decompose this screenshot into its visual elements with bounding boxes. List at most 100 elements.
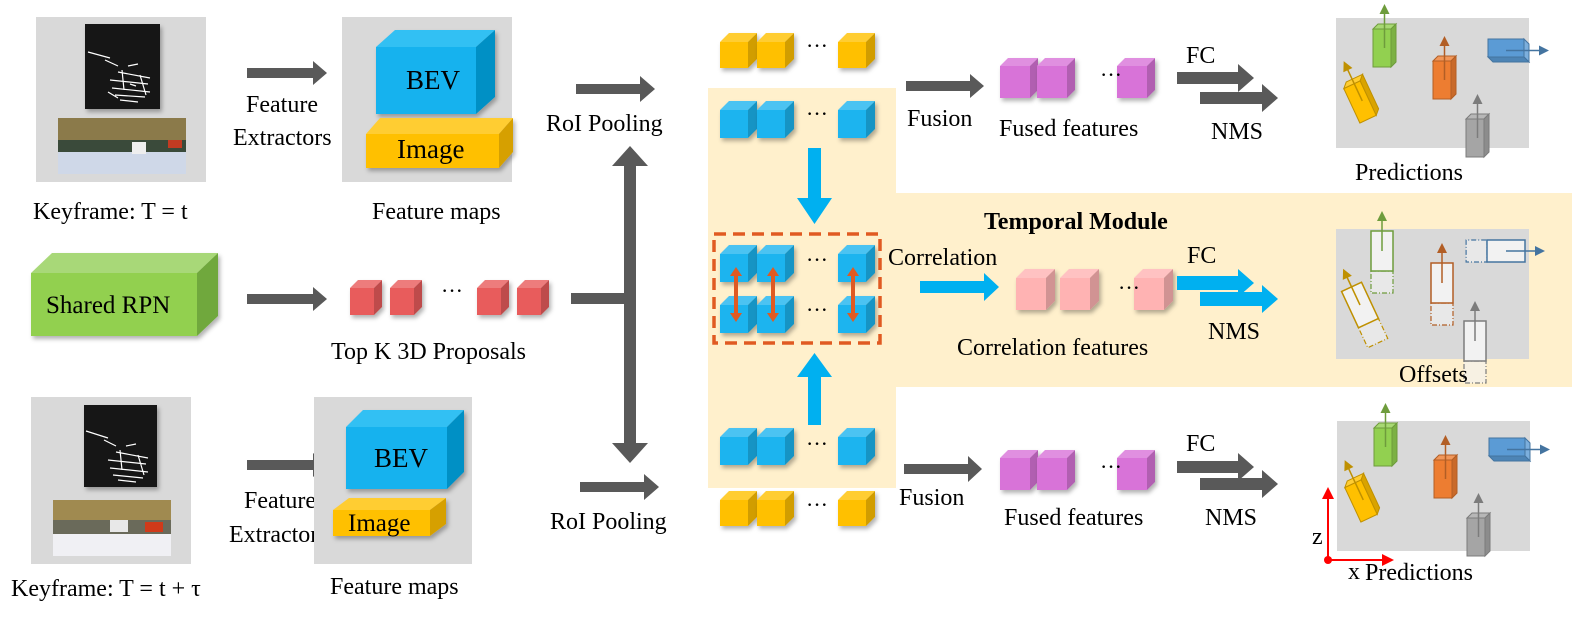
- prediction-box-blue: [1486, 37, 1549, 64]
- roi-pooling-arrow-top: [576, 76, 655, 102]
- roi-image-cube-bottom: [757, 491, 794, 526]
- fusion-label-bottom: Fusion: [899, 485, 964, 511]
- fused-feature-cube: [1037, 58, 1075, 98]
- keyframe-top-label: Keyframe: T = t: [33, 199, 188, 225]
- axis-x-label: x: [1348, 559, 1360, 585]
- fused-features-label-bottom: Fused features: [1004, 505, 1143, 531]
- feature-extractor-arrow-top: [247, 61, 327, 85]
- roi-bev-cube-bottom: [720, 428, 757, 465]
- feature-extractors-label-top-1: Feature: [246, 92, 318, 118]
- roi-image-cube-top: [720, 33, 757, 68]
- bev-label-top: BEV: [406, 65, 461, 95]
- rpn-to-proposals-arrow: [247, 287, 327, 311]
- prediction-box-orange: [1432, 435, 1459, 500]
- correlation-feature-cube: [1016, 269, 1055, 310]
- roi-image-cube-top: [838, 33, 875, 68]
- correlation-link-arrow: [767, 267, 779, 322]
- fused-feature-cube: [1000, 58, 1038, 98]
- fc-label-top: FC: [1186, 43, 1215, 69]
- correlation-features-label: Correlation features: [957, 335, 1148, 361]
- fused-feature-cube: [1000, 450, 1038, 490]
- fusion-arrow-bottom: [904, 456, 982, 482]
- lidar-bev-image-bottom: [84, 405, 157, 487]
- temporal-module-title: Temporal Module: [984, 209, 1168, 235]
- roi-bev-cube-bottom: [838, 428, 875, 465]
- feature-maps-label-bottom: Feature maps: [330, 574, 459, 600]
- fc-label-bottom: FC: [1186, 431, 1215, 457]
- coordinate-axes: [1322, 487, 1394, 566]
- nms-label-bottom: NMS: [1205, 505, 1257, 531]
- feature-extractors-label-bottom-2: Extractors: [229, 522, 328, 548]
- camera-image-bottom: [53, 500, 171, 556]
- roi-bev-cube-top: [720, 101, 757, 138]
- ellipsis-corr-bottom: ···: [806, 297, 828, 322]
- roi-bev-cube-top: [757, 101, 794, 138]
- correlation-dashed-box: [712, 232, 882, 345]
- offset-box-orange: [1430, 243, 1454, 326]
- ellipsis-correlation: ···: [1118, 275, 1140, 300]
- keyframe-top-panel: [36, 17, 206, 182]
- feature-extractors-label-top-2: Extractors: [233, 125, 332, 151]
- proposal-ellipsis: ···: [441, 278, 463, 303]
- fused-features-label-top: Fused features: [999, 116, 1138, 142]
- proposal-cube: [517, 280, 549, 315]
- image-label-top: Image: [397, 134, 464, 164]
- proposals-vertical-double-arrow: [612, 146, 648, 463]
- bev-feature-cube-bottom: [346, 410, 464, 489]
- ellipsis-bev-bottom: ···: [806, 431, 828, 456]
- proposal-cube: [350, 280, 382, 315]
- fused-feature-cubes-bottom: [1000, 450, 1155, 490]
- camera-image-top: [58, 118, 186, 174]
- prediction-box-green: [1372, 403, 1399, 468]
- keyframe-bottom-panel: [31, 397, 191, 564]
- fusion-arrow-top: [906, 74, 984, 98]
- fused-feature-cubes-top: [1000, 58, 1155, 98]
- nms-label-temporal: NMS: [1208, 319, 1260, 345]
- proposals-stem: [571, 293, 631, 304]
- proposal-cube: [477, 280, 509, 315]
- offset-box-yellow: [1340, 268, 1389, 349]
- roi-image-cube-bottom: [720, 491, 757, 526]
- lidar-bev-image-top: [85, 24, 160, 109]
- bev-label-bottom: BEV: [374, 443, 429, 473]
- correlation-feature-cube: [1060, 269, 1099, 310]
- nms-arrow-bottom: [1200, 470, 1278, 498]
- nms-arrow-top: [1200, 84, 1278, 112]
- image-feature-cube-bottom: [333, 498, 446, 536]
- proposal-cubes: [350, 280, 549, 315]
- ellipsis-bev-top: ···: [806, 101, 828, 126]
- bev-feature-cube-top: [376, 30, 495, 114]
- prediction-boxes-bottom: [1343, 403, 1550, 558]
- feature-maps-label-top: Feature maps: [372, 199, 501, 225]
- correlation-link-arrow: [730, 267, 742, 322]
- correlation-feature-cubes: [1016, 269, 1173, 310]
- feature-extractor-arrow-bottom: [247, 453, 327, 477]
- roi-pooling-label-bottom: RoI Pooling: [550, 509, 667, 535]
- proposal-cube: [390, 280, 422, 315]
- offset-box-gray: [1463, 301, 1487, 384]
- ellipsis-fused-bottom: ···: [1100, 454, 1122, 479]
- blue-arrow-down-to-correlation: [797, 148, 832, 224]
- roi-bev-cube-top: [838, 101, 875, 138]
- roi-image-cube-top: [757, 33, 794, 68]
- correlation-arrow: [920, 273, 999, 301]
- fc-arrow-temporal: [1177, 269, 1254, 297]
- corr-bev-cube-top: [757, 245, 794, 282]
- shared-rpn-block: [31, 253, 218, 336]
- roi-pooling-arrow-bottom: [580, 474, 659, 500]
- ellipsis-fused-top: ···: [1100, 62, 1122, 87]
- corr-bev-cube-top: [720, 245, 757, 282]
- prediction-box-yellow: [1342, 61, 1380, 124]
- nms-label-top: NMS: [1211, 119, 1263, 145]
- fused-feature-cube: [1037, 450, 1075, 490]
- roi-bev-cube-bottom: [757, 428, 794, 465]
- fc-arrow-bottom: [1177, 453, 1254, 481]
- blue-arrow-up-to-correlation: [797, 353, 832, 425]
- ellipsis-image-bottom: ···: [806, 492, 828, 517]
- correlation-feature-cube: [1134, 269, 1173, 310]
- keyframe-bottom-label: Keyframe: T = t + τ: [11, 576, 201, 602]
- fused-feature-cube: [1117, 450, 1155, 490]
- offset-box-green: [1370, 211, 1394, 294]
- offsets-label: Offsets: [1399, 362, 1468, 388]
